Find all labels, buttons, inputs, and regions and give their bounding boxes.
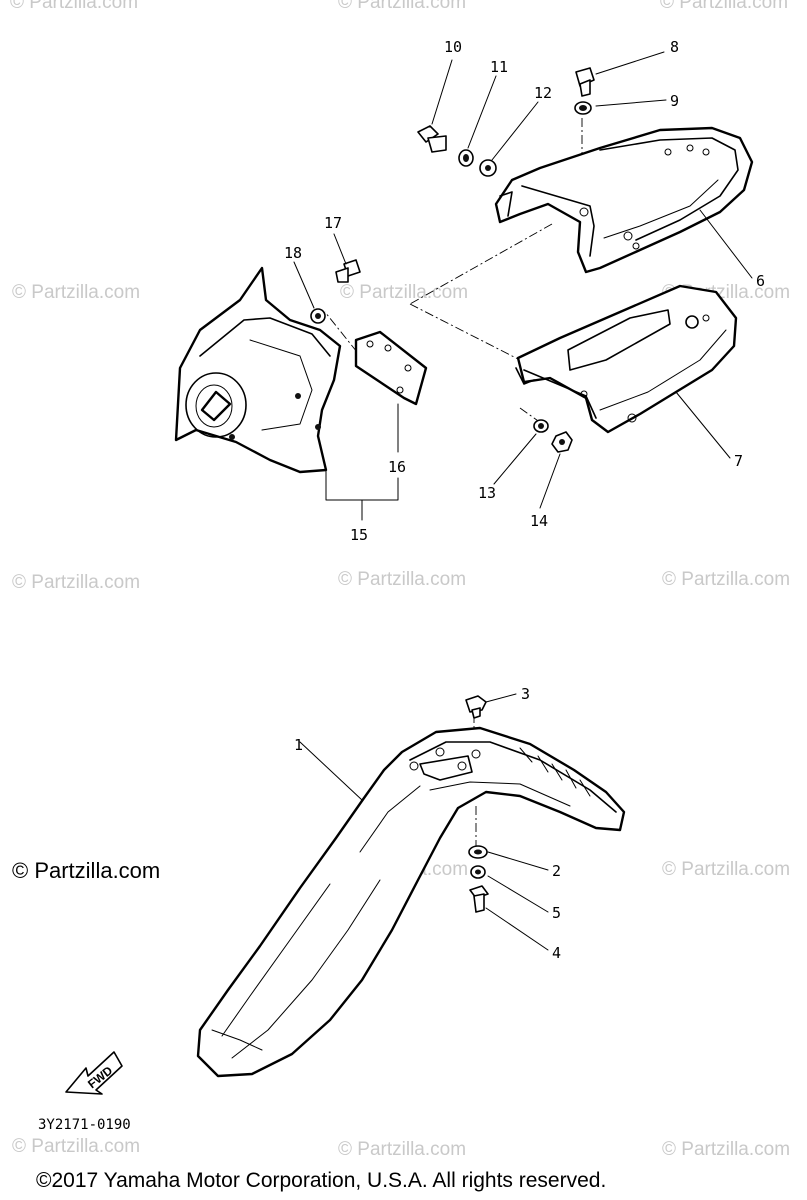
part-2-washer bbox=[468, 845, 488, 859]
callout-8: 8 bbox=[670, 38, 679, 56]
watermark: © Partzilla.com bbox=[660, 0, 788, 13]
part-4-bolt bbox=[469, 885, 489, 913]
watermark: © Partzilla.com bbox=[338, 569, 466, 590]
watermark: © Partzilla.com bbox=[338, 0, 466, 13]
callout-3: 3 bbox=[521, 685, 530, 703]
callout-15: 15 bbox=[350, 526, 368, 544]
callout-5: 5 bbox=[552, 904, 561, 922]
part-5-washer bbox=[470, 865, 486, 879]
part-10-bolt bbox=[417, 125, 447, 153]
part-13-nut bbox=[533, 419, 549, 433]
part-7-fender-bracket bbox=[515, 284, 738, 434]
callout-7: 7 bbox=[734, 452, 743, 470]
part-1-front-fender bbox=[196, 726, 626, 1078]
callout-13: 13 bbox=[478, 484, 496, 502]
watermark: © Partzilla.com bbox=[338, 1139, 466, 1160]
watermark: © Partzilla.com bbox=[12, 1136, 140, 1157]
diagram-code: 3Y2171-0190 bbox=[38, 1117, 131, 1133]
callout-4: 4 bbox=[552, 944, 561, 962]
callout-17: 17 bbox=[324, 214, 342, 232]
leader-lines bbox=[293, 51, 753, 951]
part-18-nut bbox=[310, 308, 326, 324]
part-3-bolt bbox=[465, 695, 487, 719]
watermark: © Partzilla.com bbox=[662, 1139, 790, 1160]
watermark: © Partzilla.com bbox=[12, 282, 140, 303]
watermark: © Partzilla.com bbox=[12, 572, 140, 593]
watermark-prominent: © Partzilla.com bbox=[12, 858, 160, 883]
part-17-bolt bbox=[335, 259, 361, 283]
watermark: © Partzilla.com bbox=[340, 282, 468, 303]
callout-1: 1 bbox=[294, 736, 303, 754]
callout-14: 14 bbox=[530, 512, 548, 530]
fwd-arrow-icon: FWD bbox=[65, 1051, 123, 1095]
part-12-washer bbox=[479, 159, 497, 177]
callout-10: 10 bbox=[444, 38, 462, 56]
callout-16: 16 bbox=[388, 458, 406, 476]
callout-12: 12 bbox=[534, 84, 552, 102]
part-14-nut bbox=[551, 431, 573, 453]
callout-11: 11 bbox=[490, 58, 508, 76]
fasteners bbox=[310, 67, 595, 913]
callout-9: 9 bbox=[670, 92, 679, 110]
part-15-headlight-housing bbox=[174, 266, 342, 474]
watermark-layer: © Partzilla.com © Partzilla.com © Partzi… bbox=[10, 0, 790, 1160]
copyright-notice: ©2017 Yamaha Motor Corporation, U.S.A. A… bbox=[36, 1169, 606, 1192]
part-6-rear-bracket bbox=[494, 126, 754, 274]
part-8-bolt bbox=[575, 67, 595, 97]
part-16-number-plate bbox=[354, 330, 428, 406]
callout-6: 6 bbox=[756, 272, 765, 290]
callout-2: 2 bbox=[552, 862, 561, 880]
watermark: © Partzilla.com bbox=[662, 569, 790, 590]
watermark: © Partzilla.com bbox=[662, 859, 790, 880]
callout-labels: 1 2 3 4 5 6 7 8 9 10 11 12 13 14 15 16 1… bbox=[284, 38, 765, 962]
part-11-washer bbox=[458, 149, 474, 167]
watermark: © Partzilla.com bbox=[10, 0, 138, 13]
part-9-washer bbox=[574, 101, 592, 115]
callout-18: 18 bbox=[284, 244, 302, 262]
